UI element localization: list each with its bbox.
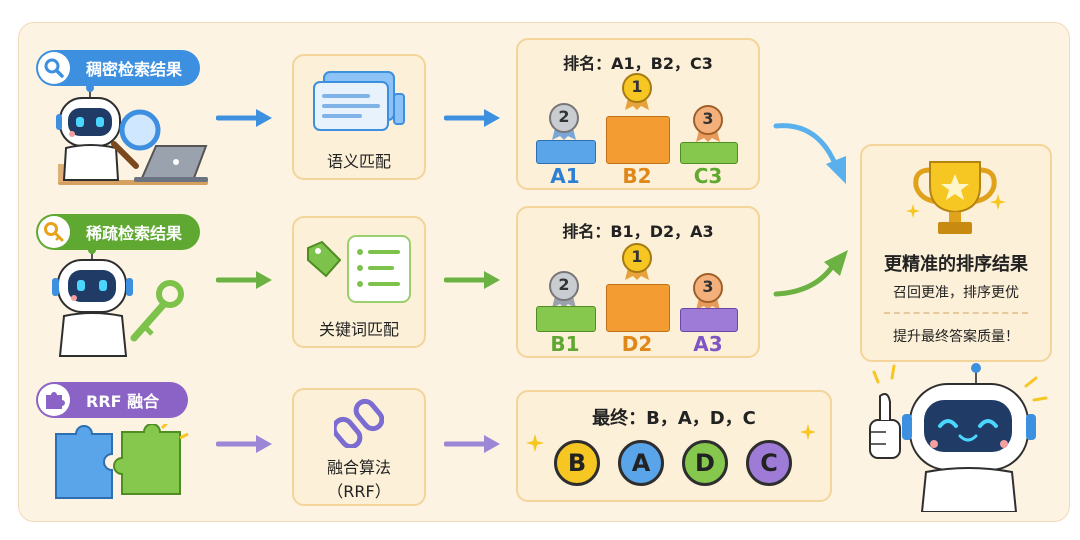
sparse-third-platform [680,308,738,332]
sparse-retrieval-pill: 稀疏检索结果 [36,214,200,250]
sparkle-icon [990,194,1006,210]
tag-icon [307,240,342,278]
dense-first-platform [606,116,670,164]
medal-2-label-dense: 2 [558,107,570,126]
puzzle-icon [38,384,70,416]
sparse-first-platform [606,284,670,332]
keyword-match-card: 关键词匹配 [292,216,426,348]
dense-third-platform [680,142,738,164]
sparkle-icon [906,204,920,218]
final-coin-1: B [554,440,600,486]
trophy-icon [913,161,997,234]
sparse-ranking-title: 排名：B1，D2，A3 [562,222,714,241]
sparkle-icon [526,434,544,452]
keyword-match-label: 关键词匹配 [318,320,399,339]
rrf-fusion-pill: RRF 融合 [36,382,188,418]
result-line-2: 提升最终答案质量！ [893,329,1019,345]
list-icon [347,235,411,303]
final-ranking-title: 最终：B，A，D，C [592,408,756,429]
dense-retrieval-title: 稠密检索结果 [86,60,183,79]
semantic-match-label: 语义匹配 [326,152,391,171]
link-icon [334,398,384,448]
medal-icon [549,271,579,308]
dense-second-platform [536,140,596,164]
medal-1-label-dense: 1 [631,77,643,96]
final-coin-4: C [746,440,792,486]
dense-place-1: B2 [622,164,652,188]
medal-icon [549,103,579,140]
sparse-place-3: A3 [693,332,723,356]
medal-icon [622,73,652,110]
thumbs-up-icon [869,393,901,459]
arrow-rrf-2 [444,435,500,453]
sparse-second-platform [536,306,596,332]
dense-ranking-title: 排名：A1，B2，C3 [563,54,713,73]
sparkle-icon [800,424,816,440]
robot-icon [869,363,1048,512]
arrow-dense-1 [216,109,272,127]
arrow-sparse-1 [216,271,272,289]
sparse-place-2: B1 [550,332,580,356]
sparse-place-1: D2 [621,332,653,356]
key-icon [38,216,70,248]
result-card: 更精准的排序结果 召回更准，排序更优 提升最终答案质量！ [860,144,1052,362]
arrow-to-result-top [773,123,846,184]
semantic-match-card: 语义匹配 [292,54,426,180]
medal-3-label-sparse: 3 [702,277,714,296]
final-coin-3: D [682,440,728,486]
robot-icon [56,84,208,185]
document-icon [313,71,405,131]
arrow-to-result-bottom [773,250,848,297]
arrow-rrf-1 [216,435,272,453]
medal-2-label-sparse: 2 [558,275,570,294]
medal-1-label-sparse: 1 [631,247,643,266]
arrow-sparse-2 [444,271,500,289]
final-coin-2: A [618,440,664,486]
medal-3-label-dense: 3 [702,109,714,128]
arrow-dense-2 [444,109,500,127]
fusion-algorithm-card: 融合算法 （RRF） [292,388,426,506]
sparse-retrieval-title: 稀疏检索结果 [86,224,183,243]
dense-place-3: C3 [693,164,723,188]
medal-icon [693,105,723,142]
search-icon [38,52,70,84]
result-divider [884,312,1028,314]
puzzle-icon [55,424,189,499]
result-line-1: 召回更准，排序更优 [893,285,1019,301]
medal-icon [693,273,723,310]
dense-retrieval-pill: 稠密检索结果 [36,50,200,86]
robot-icon [52,246,184,357]
medal-icon [622,243,652,280]
result-title: 更精准的排序结果 [884,254,1028,275]
dense-place-2: A1 [550,164,580,188]
fusion-algorithm-sublabel: （RRF） [327,482,391,501]
rrf-fusion-title: RRF 融合 [86,392,160,411]
fusion-algorithm-label: 融合算法 [326,458,391,477]
